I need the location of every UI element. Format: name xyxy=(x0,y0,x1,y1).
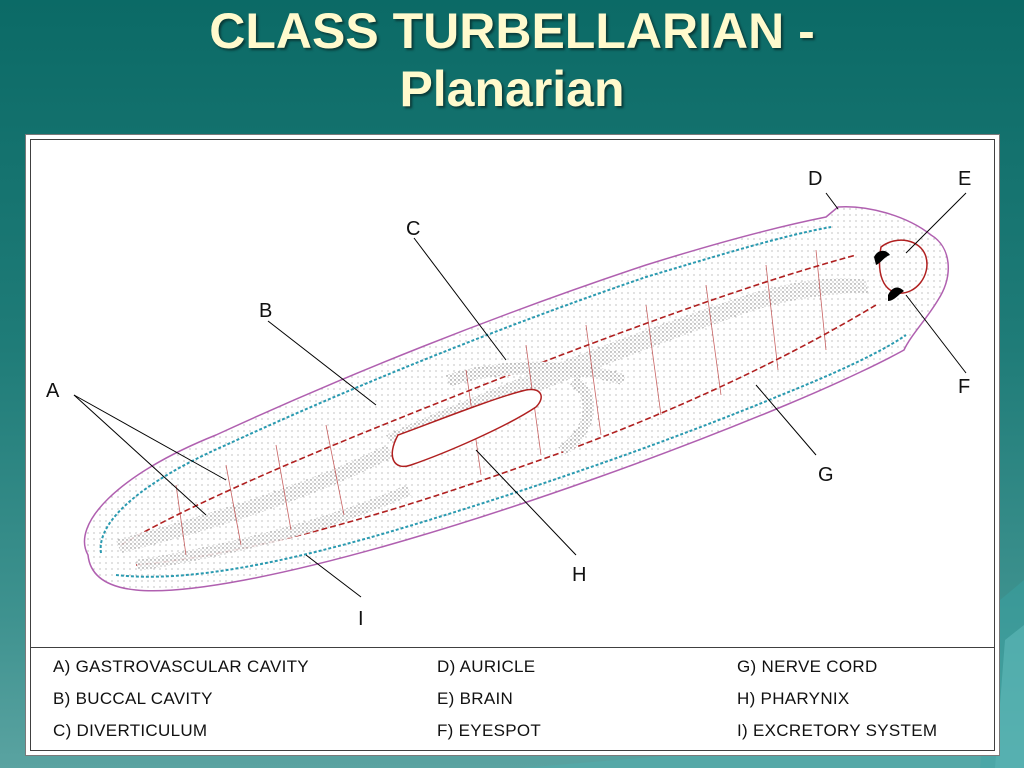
label-h: H xyxy=(572,564,586,586)
slide-title-line-1: CLASS TURBELLARIAN - xyxy=(209,3,815,59)
legend-item-b: B) BUCCAL CAVITY xyxy=(53,689,213,708)
label-f: F xyxy=(958,376,970,398)
diagram-panel: A B C D E F G H I A) GASTROVASCULAR CAVI… xyxy=(25,134,1000,756)
gut-posterior-branch-2 xyxy=(136,485,412,571)
leader-i xyxy=(305,554,362,598)
label-a: A xyxy=(46,380,60,402)
leader-d xyxy=(825,192,839,210)
planarian-diagram: A B C D E F G H I xyxy=(46,168,971,630)
slide-title-line-2: Planarian xyxy=(399,61,625,117)
leader-e xyxy=(905,192,967,254)
legend-item-e: E) BRAIN xyxy=(437,689,514,708)
brain xyxy=(878,239,928,294)
leader-g xyxy=(755,384,817,456)
leader-b xyxy=(267,320,377,406)
legend-item-f: F) EYESPOT xyxy=(437,721,542,740)
slide-title: CLASS TURBELLARIAN - Planarian xyxy=(0,2,1024,118)
leader-a-2 xyxy=(73,394,227,481)
eyespot-lower xyxy=(888,287,904,301)
excretory-canal-inner xyxy=(115,334,907,578)
legend-item-g: G) NERVE CORD xyxy=(737,657,878,676)
label-b: B xyxy=(259,300,272,322)
legend-separator xyxy=(30,647,995,648)
diagram-inner-border xyxy=(30,139,995,751)
legend-item-c: C) DIVERTICULUM xyxy=(53,721,208,740)
label-c: C xyxy=(406,218,420,240)
diverticula-lines xyxy=(175,249,827,556)
nerve-cord-upper xyxy=(120,254,857,546)
gut-posterior-branch-1 xyxy=(116,445,394,553)
label-e: E xyxy=(958,168,971,190)
gut-diverticulum xyxy=(446,361,626,387)
label-i: I xyxy=(358,608,364,630)
excretory-canal-outer xyxy=(99,226,832,554)
legend-item-d: D) AURICLE xyxy=(437,657,536,676)
legend-item-h: H) PHARYNIX xyxy=(737,689,850,708)
leader-h xyxy=(475,449,577,556)
pharynx xyxy=(391,388,542,468)
label-d: D xyxy=(808,168,822,190)
gut-loop xyxy=(558,375,595,455)
label-g: G xyxy=(818,464,834,486)
legend-item-a: A) GASTROVASCULAR CAVITY xyxy=(53,657,309,676)
leader-c xyxy=(413,237,507,361)
leader-f xyxy=(905,294,967,374)
legend-item-i: I) EXCRETORY SYSTEM xyxy=(737,721,938,740)
eyespot-upper xyxy=(874,250,890,265)
leader-a-1 xyxy=(73,394,207,516)
